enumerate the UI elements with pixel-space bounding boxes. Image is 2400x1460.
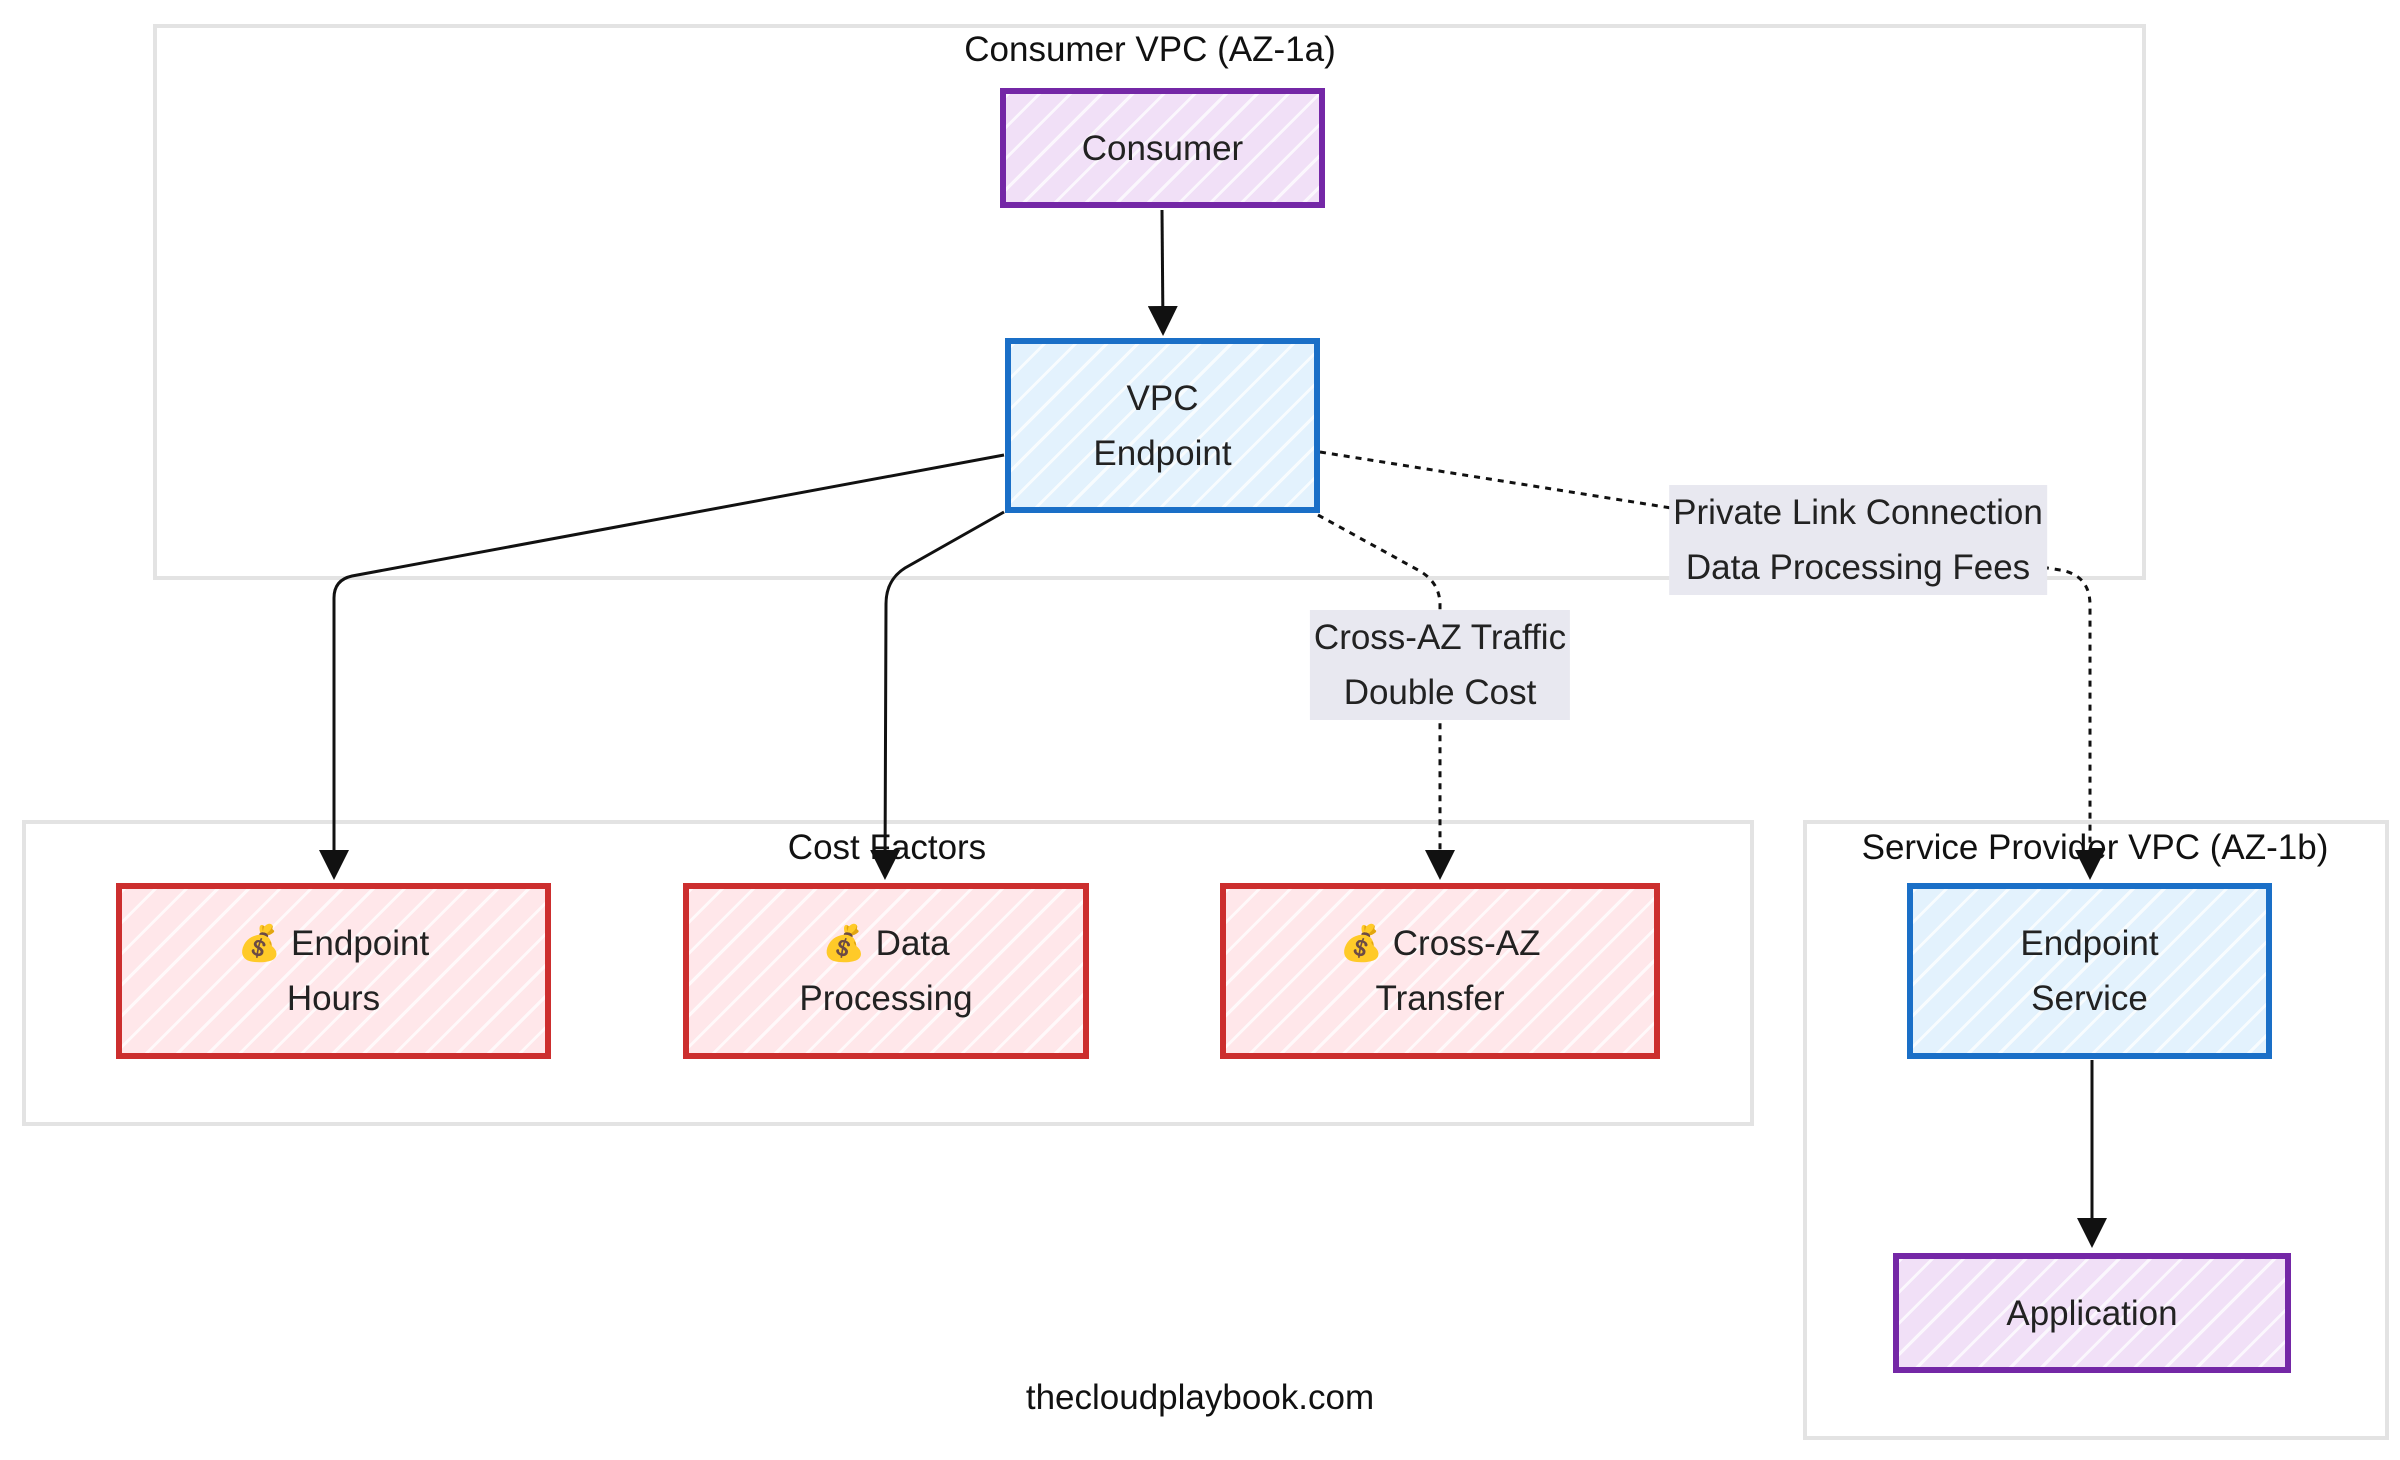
cross-az-transfer-label-line2: Transfer bbox=[1375, 979, 1505, 1018]
endpoint-hours-label-line1: 💰 Endpoint bbox=[237, 924, 430, 963]
data-processing-label-line1: 💰 Data bbox=[822, 924, 950, 963]
edge-endpoint-to-crossaz bbox=[1317, 513, 1455, 880]
cross-az-traffic-label-line2: Double Cost bbox=[1343, 673, 1537, 712]
provider-vpc-group bbox=[1803, 820, 2389, 1440]
private-link-label-line2: Data Processing Fees bbox=[1685, 548, 2031, 587]
consumer-vpc-group bbox=[153, 24, 2146, 580]
consumer-node[interactable]: Consumer bbox=[1000, 88, 1325, 208]
consumer-vpc-title: Consumer VPC (AZ-1a) bbox=[960, 30, 1340, 70]
cross-az-traffic-label-line1: Cross-AZ Traffic bbox=[1313, 618, 1567, 657]
footer-watermark: thecloudplaybook.com bbox=[1025, 1378, 1375, 1417]
cross-az-transfer-node[interactable]: 💰 Cross-AZ Transfer bbox=[1220, 883, 1660, 1059]
endpoint-hours-label-line2: Hours bbox=[286, 979, 381, 1018]
edge-consumer-to-endpoint bbox=[1147, 209, 1178, 336]
endpoint-hours-node[interactable]: 💰 Endpoint Hours bbox=[116, 883, 551, 1059]
edge-endpoint-to-processing bbox=[870, 510, 1005, 880]
vpc-endpoint-node[interactable]: VPC Endpoint bbox=[1005, 338, 1320, 513]
vpc-endpoint-label-line1: VPC bbox=[1126, 378, 1199, 418]
cross-az-transfer-label-line1: 💰 Cross-AZ bbox=[1339, 924, 1541, 963]
edge-endpoint-to-hours bbox=[319, 453, 1005, 880]
endpoint-service-node[interactable]: Endpoint Service bbox=[1907, 883, 2272, 1059]
consumer-node-label: Consumer bbox=[1081, 128, 1244, 168]
provider-vpc-title: Service Provider VPC (AZ-1b) bbox=[1857, 828, 2333, 868]
application-node-label: Application bbox=[2006, 1293, 2178, 1333]
endpoint-service-label-line2: Service bbox=[2031, 979, 2148, 1018]
private-link-label: Private Link Connection Data Processing … bbox=[1669, 485, 2047, 595]
cross-az-traffic-label: Cross-AZ Traffic Double Cost bbox=[1309, 610, 1571, 720]
private-link-label-line1: Private Link Connection bbox=[1673, 493, 2043, 532]
edge-endpoint-to-endpoint-service bbox=[1319, 450, 2105, 880]
cost-factors-group bbox=[22, 820, 1754, 1126]
endpoint-service-label-line1: Endpoint bbox=[2020, 924, 2159, 963]
vpc-endpoint-label-line2: Endpoint bbox=[1093, 433, 1232, 473]
application-node[interactable]: Application bbox=[1893, 1253, 2291, 1373]
data-processing-node[interactable]: 💰 Data Processing bbox=[683, 883, 1089, 1059]
data-processing-label-line2: Processing bbox=[799, 979, 973, 1018]
